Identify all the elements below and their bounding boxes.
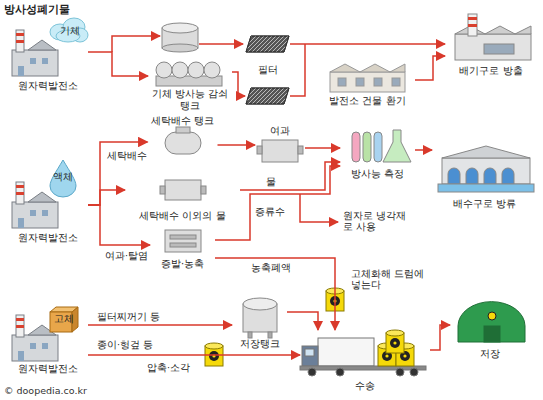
flow-arrow xyxy=(218,144,256,146)
illustrated-node: 여과 xyxy=(255,125,305,165)
illustrated-node: 배수구로 방류 xyxy=(432,138,537,210)
node-label: 기체 xyxy=(60,25,80,37)
illustrated-node: 저장탱크 xyxy=(232,295,287,350)
illustrated-node: 발전소 건물 환기 xyxy=(320,62,415,107)
node-text-wrap: 배수구로 방류 xyxy=(453,198,516,210)
node-label: 액체 xyxy=(53,171,73,183)
process-note: 원자로 냉각재로 사용 xyxy=(342,210,416,233)
node-text-wrap: 액체 xyxy=(53,171,73,183)
node-text-wrap: 기체 방사능 감쇠 탱크 xyxy=(151,88,229,112)
edge-label: 세탁배수 xyxy=(106,150,148,161)
illustrated-node: 기체 xyxy=(50,18,90,44)
edge-label: 필터찌꺼기 등 xyxy=(96,311,161,322)
flow-arrow xyxy=(290,43,445,45)
illustrated-node: 세탁배수 이외의 물 xyxy=(125,176,240,222)
node-label: 세탁배수 탱크 xyxy=(151,115,214,127)
illustrated-node: 증발·농축 xyxy=(150,228,215,270)
flow-arrow xyxy=(88,354,300,356)
flow-arrow xyxy=(88,190,125,205)
node-text-wrap: 배기구로 방출 xyxy=(459,65,522,77)
process-note: 고체화해 드럼에 넣는다 xyxy=(350,268,434,291)
node-text-wrap: 방사능 측정 xyxy=(351,168,404,180)
node-label: 증발·농축 xyxy=(161,258,204,270)
node-label: 필터 xyxy=(258,64,278,76)
node-label: 고체 xyxy=(54,313,74,325)
edge-label: 증류수 xyxy=(254,206,286,217)
illustrated-node: 기체 방사능 감쇠 탱크 xyxy=(148,55,232,112)
illustrated-node: 수송 xyxy=(300,330,430,392)
illustrated-node: 원자력발전소 xyxy=(8,158,88,244)
flow-arrow xyxy=(88,324,232,326)
node-label: 배기구로 방출 xyxy=(459,65,522,77)
node-label: 원자력발전소 xyxy=(18,232,78,244)
illustrated-node: 원자력발전소 xyxy=(8,305,88,375)
flow-arrow xyxy=(415,149,432,151)
flow-arrow xyxy=(215,258,335,330)
node-label: 저장 xyxy=(480,348,500,360)
edge-label: 물 xyxy=(265,176,277,187)
node-label: 방사능 측정 xyxy=(351,168,404,180)
flow-arrow xyxy=(215,166,340,240)
node-label: 세탁배수 이외의 물 xyxy=(139,210,225,222)
flow-arrow xyxy=(415,56,445,80)
illustrated-node: 배기구로 방출 xyxy=(445,12,537,77)
process-note: 압축·소각 xyxy=(146,362,191,373)
node-text-wrap: 필터 xyxy=(258,64,278,76)
flow-arrow xyxy=(430,325,450,350)
node-text-wrap: 원자력발전소 xyxy=(18,232,78,244)
node-label: 저장탱크 xyxy=(240,338,280,350)
flow-arrow xyxy=(232,72,245,96)
node-text-wrap: 수송 xyxy=(355,380,375,392)
illustrated-node: 필터 xyxy=(245,35,290,105)
flow-arrow xyxy=(287,312,318,330)
node-label: 원자력발전소 xyxy=(18,80,78,92)
flow-arrow xyxy=(88,52,148,76)
node-text-wrap: 여과 xyxy=(270,125,290,137)
node-label: 원자력발전소 xyxy=(18,363,78,375)
illustrated-node: 고체 xyxy=(48,305,80,333)
node-text-wrap: 저장탱크 xyxy=(240,338,280,350)
node-label: 수송 xyxy=(355,380,375,392)
node-text-wrap: 세탁배수 탱크 xyxy=(151,115,214,127)
illustrated-node: 방사능 측정 xyxy=(340,125,415,180)
node-text-wrap: 원자력발전소 xyxy=(18,363,78,375)
node-text-wrap: 기체 xyxy=(60,25,80,37)
node-text-wrap: 고체 xyxy=(54,313,74,325)
node-label: 여과 xyxy=(270,125,290,137)
edge-label: 종이·헝겊 등 xyxy=(96,339,154,350)
flow-arrow xyxy=(88,142,148,205)
node-label: 발전소 건물 환기 xyxy=(329,95,405,107)
copyright-caption: © doopedia.co.kr xyxy=(4,385,87,396)
node-text-wrap: 원자력발전소 xyxy=(18,80,78,92)
node-text-wrap: 발전소 건물 환기 xyxy=(329,95,405,107)
illustrated-node: 액체 xyxy=(48,160,78,194)
node-text-wrap: 증발·농축 xyxy=(161,258,204,270)
diagram-title: 방사성폐기물 xyxy=(4,2,70,17)
illustrated-node: 저장 xyxy=(450,300,530,360)
edge-label: 여과·탈염 xyxy=(104,250,149,261)
flow-arrow xyxy=(305,147,340,149)
node-text-wrap: 저장 xyxy=(480,348,500,360)
node-label: 배수구로 방류 xyxy=(453,198,516,210)
flow-arrow xyxy=(240,162,340,190)
node-label: 기체 방사능 감쇠 탱크 xyxy=(151,88,229,112)
illustrated-node: 세탁배수 탱크 xyxy=(148,115,218,160)
node-text-wrap: 세탁배수 이외의 물 xyxy=(139,210,225,222)
edge-label: 농축폐액 xyxy=(250,262,292,273)
